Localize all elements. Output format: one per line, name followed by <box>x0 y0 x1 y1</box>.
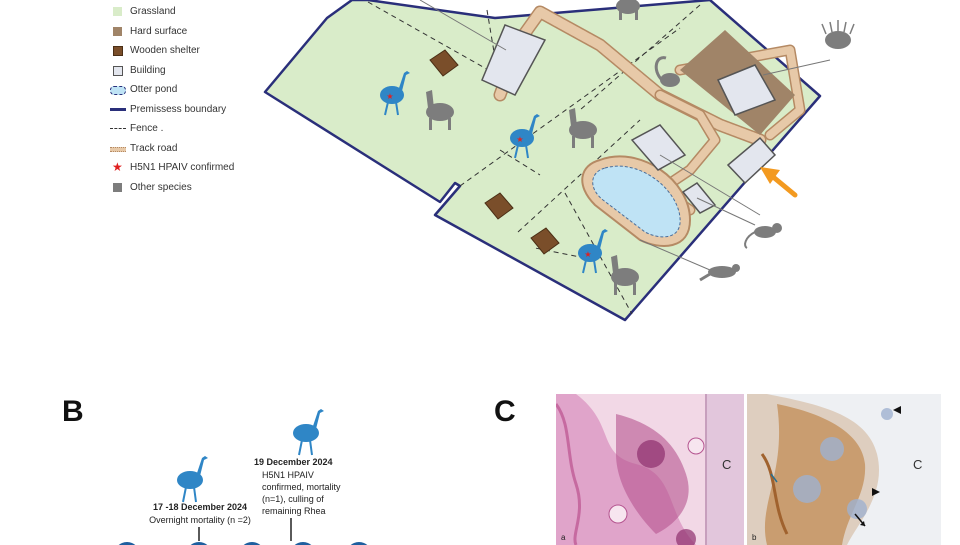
timeline-node <box>190 542 208 545</box>
otter-pond <box>592 165 681 238</box>
event-2-line: confirmed, mortality <box>262 482 341 492</box>
legend-label: Wooden shelter <box>130 45 200 56</box>
timeline-graphic <box>118 409 368 545</box>
porcupine-icon <box>821 20 855 49</box>
wooden-shelter-swatch-icon <box>110 45 126 57</box>
micrograph-ihc: C b <box>747 394 941 545</box>
lemur-icon <box>654 56 680 87</box>
timeline-node <box>350 542 368 545</box>
building-4 <box>681 182 717 214</box>
entrance-arrow-icon <box>760 167 798 198</box>
event-1-date: 17 -18 December 2024 <box>152 502 248 512</box>
alpaca-icon <box>426 90 454 130</box>
rhea-icon: ★ <box>510 114 540 159</box>
timeline-node <box>118 542 136 545</box>
legend-label: H5N1 HPAIV confirmed <box>130 162 235 173</box>
premises-map: ★ ★ ★ <box>263 0 855 322</box>
goat-icon <box>616 0 640 20</box>
event-1-description: Overnight mortality (n =2) <box>149 515 251 525</box>
legend-label: Building <box>130 64 166 76</box>
red-star-icon: ★ <box>112 160 123 174</box>
event-2-line: (n=1), culling of <box>262 494 324 504</box>
rhea-icon <box>177 456 208 503</box>
micrograph-ihc-c-label: C <box>913 457 923 472</box>
rhea-icons: ★ ★ ★ <box>380 71 608 274</box>
other-species-swatch-icon <box>110 182 126 194</box>
arrowhead-marker-icon <box>872 488 880 496</box>
building-5 <box>726 136 777 185</box>
otter-icon <box>699 264 740 282</box>
otter-pond-swatch-icon <box>110 84 126 96</box>
event-2-line: remaining Rhea <box>262 506 326 516</box>
legend-label: Hard surface <box>130 25 188 37</box>
event-2-line: H5N1 HPAIV <box>262 470 314 480</box>
shelter-1 <box>429 49 459 77</box>
legend-label: Track road <box>130 142 178 154</box>
confirmed-star-icon: ★ <box>386 92 393 101</box>
timeline-nodes <box>118 542 368 545</box>
fences <box>367 1 701 315</box>
monkey-icon <box>744 223 782 249</box>
grass-swatch-icon <box>110 6 126 18</box>
event-2-date: 19 December 2024 <box>254 457 333 467</box>
panel-b-label: B <box>62 395 84 428</box>
rhea-icon <box>293 409 324 456</box>
hard-surface-swatch-icon <box>110 26 126 38</box>
boundary-line-icon <box>110 104 126 116</box>
confirmed-star-icon: ★ <box>516 135 523 144</box>
legend-label: Premissess boundary <box>130 103 227 115</box>
building-2 <box>716 64 777 116</box>
fence-line-icon <box>110 123 126 135</box>
wooden-shelters <box>429 49 560 255</box>
legend-label: Other species <box>130 181 192 193</box>
other-species-icons <box>426 0 855 295</box>
building-1 <box>481 24 547 96</box>
rhea-icon: ★ <box>380 71 410 116</box>
alpaca-icon <box>611 255 639 295</box>
rhea-icon: ★ <box>578 229 608 274</box>
arrow-marker-icon <box>770 473 778 483</box>
event-2-description: H5N1 HPAIV confirmed, mortality (n=1), c… <box>262 469 372 517</box>
shelter-2 <box>484 192 514 220</box>
micrograph-he-sublabel: a <box>561 533 566 542</box>
panel-c-label: C <box>494 395 516 428</box>
arrowhead-marker-icon <box>893 406 901 414</box>
shelter-3 <box>530 227 560 255</box>
timeline-node <box>294 542 312 545</box>
micrograph-he: C a <box>556 394 744 545</box>
buildings <box>481 24 777 214</box>
micrograph-ihc-sublabel: b <box>752 533 757 542</box>
legend-label: Fence . <box>130 123 164 134</box>
micrograph-he-c-label: C <box>722 457 732 472</box>
ihc-stain-pattern <box>747 394 941 545</box>
alpaca-icon <box>569 108 597 148</box>
timeline-node <box>243 542 261 545</box>
callout-lines <box>419 0 831 271</box>
confirmed-star-icon: ★ <box>584 250 591 259</box>
track-road-swatch-icon <box>110 143 126 155</box>
building-swatch-icon <box>110 65 126 77</box>
building-3 <box>630 124 687 171</box>
he-stain-pattern <box>556 394 744 545</box>
legend-label: Otter pond <box>130 84 178 95</box>
legend-label: Grassland <box>130 6 176 17</box>
